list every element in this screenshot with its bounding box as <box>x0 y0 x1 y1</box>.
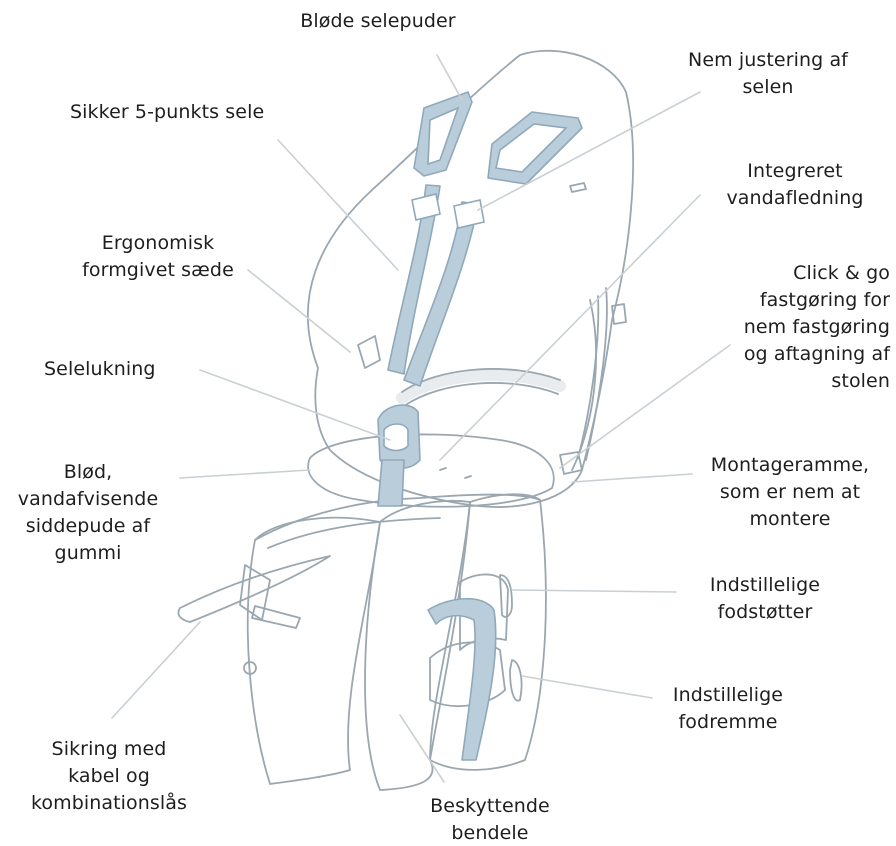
leader-ergonomic <box>247 269 351 353</box>
right-pad-slot <box>495 123 568 173</box>
leader-easy-adjust <box>477 91 701 211</box>
label-integrated-drainage: Integreret vandafledning <box>726 160 864 209</box>
mounting-clip <box>559 451 583 475</box>
label-adjustable-straps: Indstillelige fodremme <box>672 684 784 733</box>
label-buckle: Selelukning <box>44 358 156 380</box>
base-inner <box>267 517 441 549</box>
lock-tag <box>251 605 301 629</box>
left-adjuster <box>411 193 441 221</box>
mount-rail-inner <box>577 295 600 459</box>
leader-straps <box>521 675 653 699</box>
label-cable-lock: Sikring med kabel og kombinationslås <box>30 738 188 814</box>
left-pad-slot <box>427 106 460 166</box>
adjust-slot-upper <box>499 574 513 618</box>
label-soft-pads: Bløde selepuder <box>300 10 456 32</box>
label-adjustable-footrests: Indstillelige fodstøtter <box>709 574 821 623</box>
label-five-point-harness: Sikker 5-punkts sele <box>70 101 265 123</box>
buckle-release <box>383 423 409 452</box>
leader-five-point <box>277 139 399 271</box>
mount-rail <box>585 287 608 461</box>
label-seat-cushion: Blød, vandafvisende siddepude af gummi <box>17 461 159 564</box>
base-top <box>254 493 541 541</box>
left-harness-strap <box>387 184 441 375</box>
armrest-arc <box>396 368 566 404</box>
label-click-and-go: Click & go fastgøring for nem fastgøring… <box>743 262 890 392</box>
adjust-slot-lower <box>509 659 523 702</box>
left-leg <box>246 516 381 785</box>
leader-footrests <box>511 589 677 593</box>
label-easy-adjust: Nem justering af selen <box>688 49 848 98</box>
leader-mount <box>571 473 693 483</box>
leader-buckle <box>199 369 391 441</box>
right-harness-strap <box>403 201 479 387</box>
footrest-back <box>459 573 509 651</box>
label-leg-guards: Beskyttende bendele <box>430 795 550 844</box>
leader-click-go <box>559 344 731 469</box>
drainage-hole <box>569 182 587 193</box>
click-go-tab <box>611 303 627 325</box>
crotch-tab <box>357 335 381 369</box>
seat-mark-2 <box>464 475 472 479</box>
label-mounting-frame: Montageramme, som er nem at montere <box>710 454 870 530</box>
cable-lock-loop <box>177 555 331 623</box>
leader-lock <box>111 621 201 719</box>
leader-guards <box>399 714 445 783</box>
leader-soft-pads <box>436 54 463 101</box>
right-adjuster <box>453 199 485 229</box>
label-ergonomic-seat: Ergonomisk formgivet sæde <box>82 232 234 281</box>
seat-mark <box>439 467 447 471</box>
leader-cushion <box>179 469 311 479</box>
foot-strap <box>427 598 497 761</box>
crotch-strap <box>377 459 405 507</box>
footrest-platform <box>429 641 506 707</box>
leader-drainage <box>439 194 701 461</box>
registered-mark <box>243 661 257 675</box>
